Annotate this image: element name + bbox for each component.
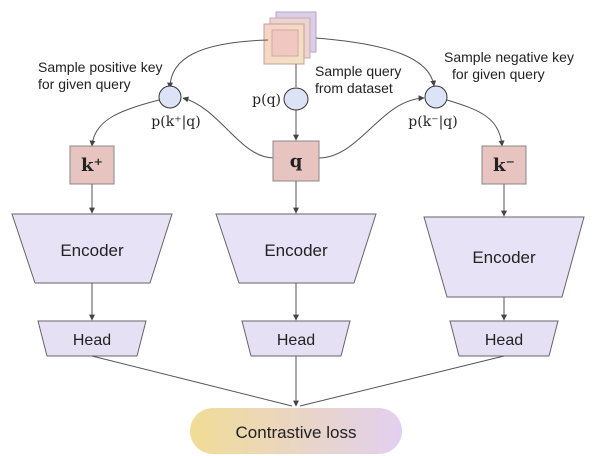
contrastive-loss-box xyxy=(190,408,402,454)
contrastive-loss-label: Contrastive loss xyxy=(236,423,357,442)
edge-head-left-to-loss xyxy=(91,355,293,407)
edge-dataset-to-kminus-node xyxy=(315,37,437,87)
dataset-image-stack-icon xyxy=(263,11,317,65)
node-kminus xyxy=(424,85,448,109)
edge-kminus-node-to-kminus xyxy=(446,99,505,147)
key-label-kplus: k⁺ xyxy=(81,155,103,176)
label-p-kminus: p(k⁻|q) xyxy=(408,114,457,130)
key-box-kminus xyxy=(481,145,527,185)
head-middle xyxy=(241,320,351,357)
label-sample-negative-line1: Sample negative key xyxy=(444,49,574,65)
label-p-kplus: p(k⁺|q) xyxy=(151,114,200,130)
head-left xyxy=(37,320,147,357)
head-label-left: Head xyxy=(73,332,111,349)
key-label-q: q xyxy=(290,151,303,172)
encoder-label-middle: Encoder xyxy=(264,241,328,260)
edge-q-to-kplus-node xyxy=(182,96,275,159)
edge-kplus-node-to-kplus xyxy=(89,99,160,147)
encoder-middle xyxy=(215,213,377,284)
head-label-middle: Head xyxy=(277,332,315,349)
edge-head-right-to-loss xyxy=(299,355,505,407)
label-sample-query-line1: Sample query xyxy=(315,63,401,79)
edge-q-to-kminus-node xyxy=(317,95,425,159)
head-label-right: Head xyxy=(485,332,523,349)
node-kplus xyxy=(158,85,182,109)
key-label-kminus: k⁻ xyxy=(493,155,515,176)
label-sample-negative-line2: for given query xyxy=(452,66,545,82)
label-sample-positive-line1: Sample positive key xyxy=(38,59,163,75)
encoder-right xyxy=(423,216,585,298)
edge-dataset-to-kplus-node xyxy=(167,39,269,89)
node-q xyxy=(283,87,309,111)
label-sample-query-line2: from dataset xyxy=(315,80,393,96)
encoder-label-left: Encoder xyxy=(60,241,124,260)
label-p-q: p(q) xyxy=(252,92,281,108)
key-box-q xyxy=(272,140,320,182)
encoder-left xyxy=(11,213,173,284)
encoder-label-right: Encoder xyxy=(472,248,536,267)
label-sample-positive-line2: for given query xyxy=(38,76,131,92)
head-right xyxy=(449,320,559,357)
